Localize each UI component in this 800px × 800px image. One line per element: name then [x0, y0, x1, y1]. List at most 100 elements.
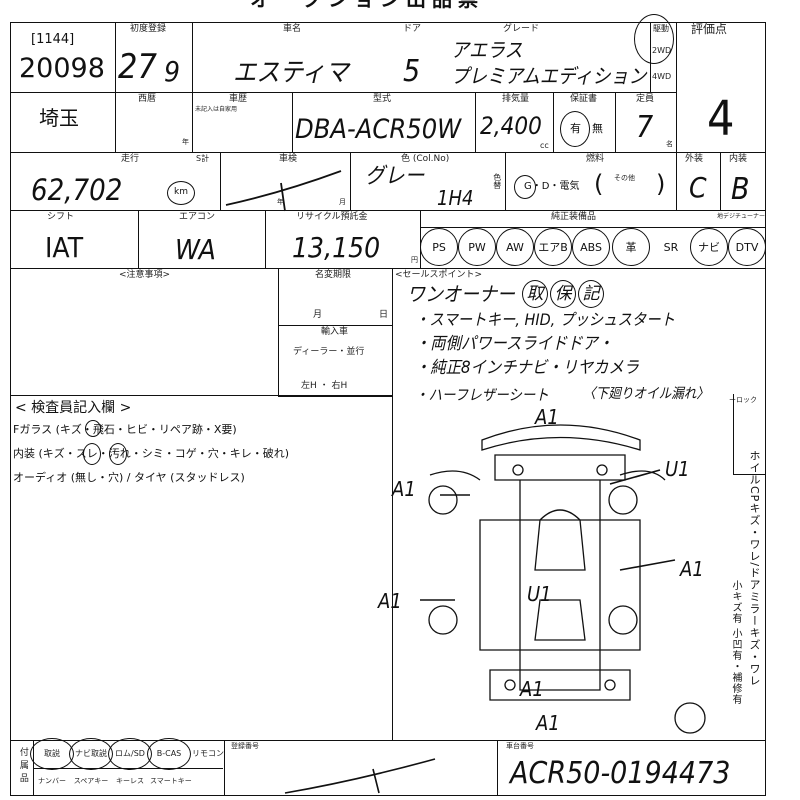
warranty-no: 無 — [592, 122, 603, 135]
registration-year: 27 — [118, 47, 157, 87]
chassis-cell: 車台番号 ACR50-0194473 — [497, 740, 766, 796]
damage-mark: A1 — [520, 677, 544, 701]
recycle: 13,150 — [292, 231, 381, 264]
sales-line3: ・両側パワースライドドア・ — [415, 334, 614, 354]
capacity: 7 — [636, 110, 654, 145]
plate-strike — [284, 758, 436, 794]
lock-label: ーロック — [729, 396, 757, 404]
interior-scuff-circle — [83, 443, 101, 465]
prefecture: 埼玉 — [39, 106, 79, 130]
sheet-title: オークション出品票 — [250, 0, 484, 11]
meter-label: S計 — [196, 154, 210, 163]
sales-points-label: <セールスポイント> — [395, 270, 483, 280]
accessory-circle — [147, 738, 191, 770]
fuel-label: 燃料 — [586, 154, 605, 164]
notes-label: <注意事項> — [119, 270, 171, 280]
model-year-unit: 年 — [182, 138, 189, 146]
accessory-item: スペアキー — [73, 777, 109, 785]
inspector-cell: < 検査員記入欄 > Fガラス (キズ・飛石・ヒビ・リペア跡・X要) 内装 (キ… — [10, 395, 393, 741]
equipment-item: AW — [496, 228, 534, 266]
interior-label: 内装 — [729, 154, 748, 164]
fuel-other: その他 — [614, 174, 635, 182]
grade-line1: アエラス — [451, 38, 523, 62]
sales-points-cell: <セールスポイント> ワンオーナー ・スマートキー, HID, プッシュスタート… — [392, 268, 766, 741]
accessory-circle — [108, 738, 152, 770]
name-change-day: 日 — [379, 310, 389, 320]
fuel-options: G・D・電気 — [524, 181, 580, 192]
chassis-label: 車台番号 — [506, 742, 534, 750]
accessory-item: リモコン — [192, 749, 224, 758]
import-options: ディーラー・並行 — [293, 347, 365, 357]
sales-line5: ・ハーフレザーシート — [415, 386, 549, 404]
drive-4wd: 4WD — [652, 72, 672, 81]
warranty-cell: 保証書 有 無 — [553, 92, 616, 153]
score-cell: 評価点 4 — [676, 22, 766, 153]
lot-number: 20098 — [19, 53, 105, 84]
registration-cell: 初度登録 27 9 — [115, 22, 193, 93]
aircon-label: エアコン — [179, 212, 216, 222]
equipment-item: SR — [663, 240, 679, 254]
mileage: 62,702 — [31, 173, 123, 207]
fuel-circle — [514, 175, 536, 199]
color-change-label: 色替 — [492, 173, 502, 189]
inspection-label: 車検 — [279, 154, 298, 164]
shift: IAT — [45, 231, 84, 264]
inspector-interior: 内装 (キズ・スレ・汚れ・シミ・コゲ・穴・キレ・破れ) — [13, 447, 290, 460]
damage-mark: A1 — [392, 477, 416, 501]
damage-mark: A1 — [536, 711, 560, 735]
inspector-glass: Fガラス (キズ・飛石・ヒビ・リペア跡・X要) — [13, 423, 237, 436]
history-note: 未記入は自家用 — [195, 106, 238, 113]
sales-line2: ・スマートキー, HID, プッシュスタート — [415, 310, 676, 329]
exterior-label: 外装 — [685, 154, 704, 164]
displacement: 2,400 — [480, 112, 542, 140]
damage-mark: A1 — [378, 589, 402, 613]
recycle-unit: 円 — [411, 256, 418, 264]
equipment-item: ABS — [572, 228, 610, 266]
import-hand: 左H ・ 右H — [301, 381, 348, 391]
plate-cell: 登録番号 — [224, 740, 498, 796]
color: グレー — [365, 164, 425, 189]
displacement-label: 排気量 — [502, 94, 530, 104]
color-label: 色 (Col.No) — [401, 154, 450, 164]
equipment-item: ナビ — [690, 228, 728, 266]
accessory-circle — [69, 738, 113, 770]
strikethrough-line — [225, 170, 342, 212]
equipment-item: エアB — [534, 228, 572, 266]
warranty-circle — [560, 111, 590, 147]
score-label: 評価点 — [691, 22, 728, 36]
car-name: エスティマ — [233, 58, 349, 88]
model-code-cell: 型式 DBA-ACR50W — [292, 92, 476, 153]
damage-mark: A1 — [535, 405, 559, 429]
equipment-divider — [421, 227, 765, 228]
capacity-label: 定員 — [636, 94, 655, 104]
right-note-2: 小キズ有 小凹有・補修有 — [730, 580, 741, 706]
color-code: 1H4 — [437, 186, 474, 210]
chassis-number: ACR50-0194473 — [510, 756, 731, 791]
mileage-unit-circle — [167, 181, 195, 205]
grade-label: グレード — [503, 24, 540, 34]
sales-badge: 記 — [578, 280, 604, 308]
accessory-item: ナンバー — [38, 777, 66, 785]
sales-badge: 保 — [550, 280, 576, 308]
import-label: 輸入車 — [321, 327, 349, 337]
name-change-label: 名変期限 — [315, 270, 352, 280]
model-code-label: 型式 — [373, 94, 392, 104]
right-note-1: ホイルCPキズ・ワレ/ドアミラーキズ・ワレ — [748, 450, 761, 688]
accessory-item: スマートキー — [150, 777, 192, 785]
interior: B — [731, 172, 750, 207]
history-label: 車歴 — [229, 94, 248, 104]
equipment-item: 革 — [612, 228, 650, 266]
doors-label: ドア — [403, 24, 422, 34]
equipment-item: PS — [420, 228, 458, 266]
sales-line1: ワンオーナー — [407, 282, 515, 306]
car-name-label: 車名 — [283, 24, 302, 34]
name-change-month: 月 — [313, 310, 323, 320]
score-value: 4 — [707, 91, 735, 147]
recycle-label: リサイクル預託金 — [296, 212, 368, 222]
damage-mark: U1 — [527, 582, 552, 606]
doors: 5 — [403, 54, 421, 89]
damage-mark: U1 — [665, 457, 690, 481]
inspector-title: < 検査員記入欄 > — [15, 400, 132, 416]
